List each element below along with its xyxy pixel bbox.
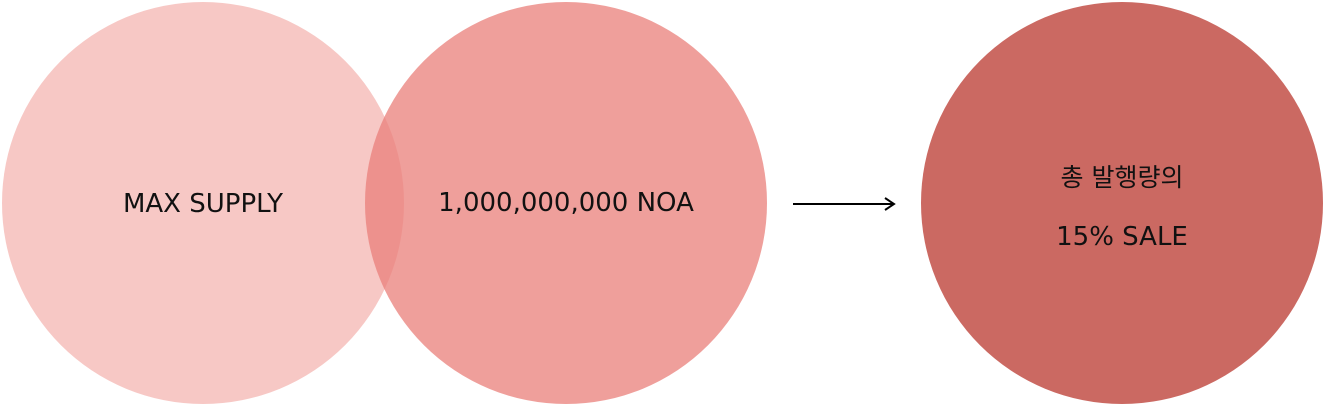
supply-amount-circle	[365, 2, 767, 404]
sale-label-line1: 총 발행량의	[1060, 163, 1184, 192]
max-supply-circle	[2, 2, 404, 404]
sale-label-line2: 15% SALE	[1056, 222, 1188, 252]
sale-circle	[921, 2, 1323, 404]
max-supply-label: MAX SUPPLY	[122, 189, 284, 219]
right-arrow-icon	[793, 197, 896, 211]
supply-amount-label: 1,000,000,000 NOA	[438, 188, 694, 218]
